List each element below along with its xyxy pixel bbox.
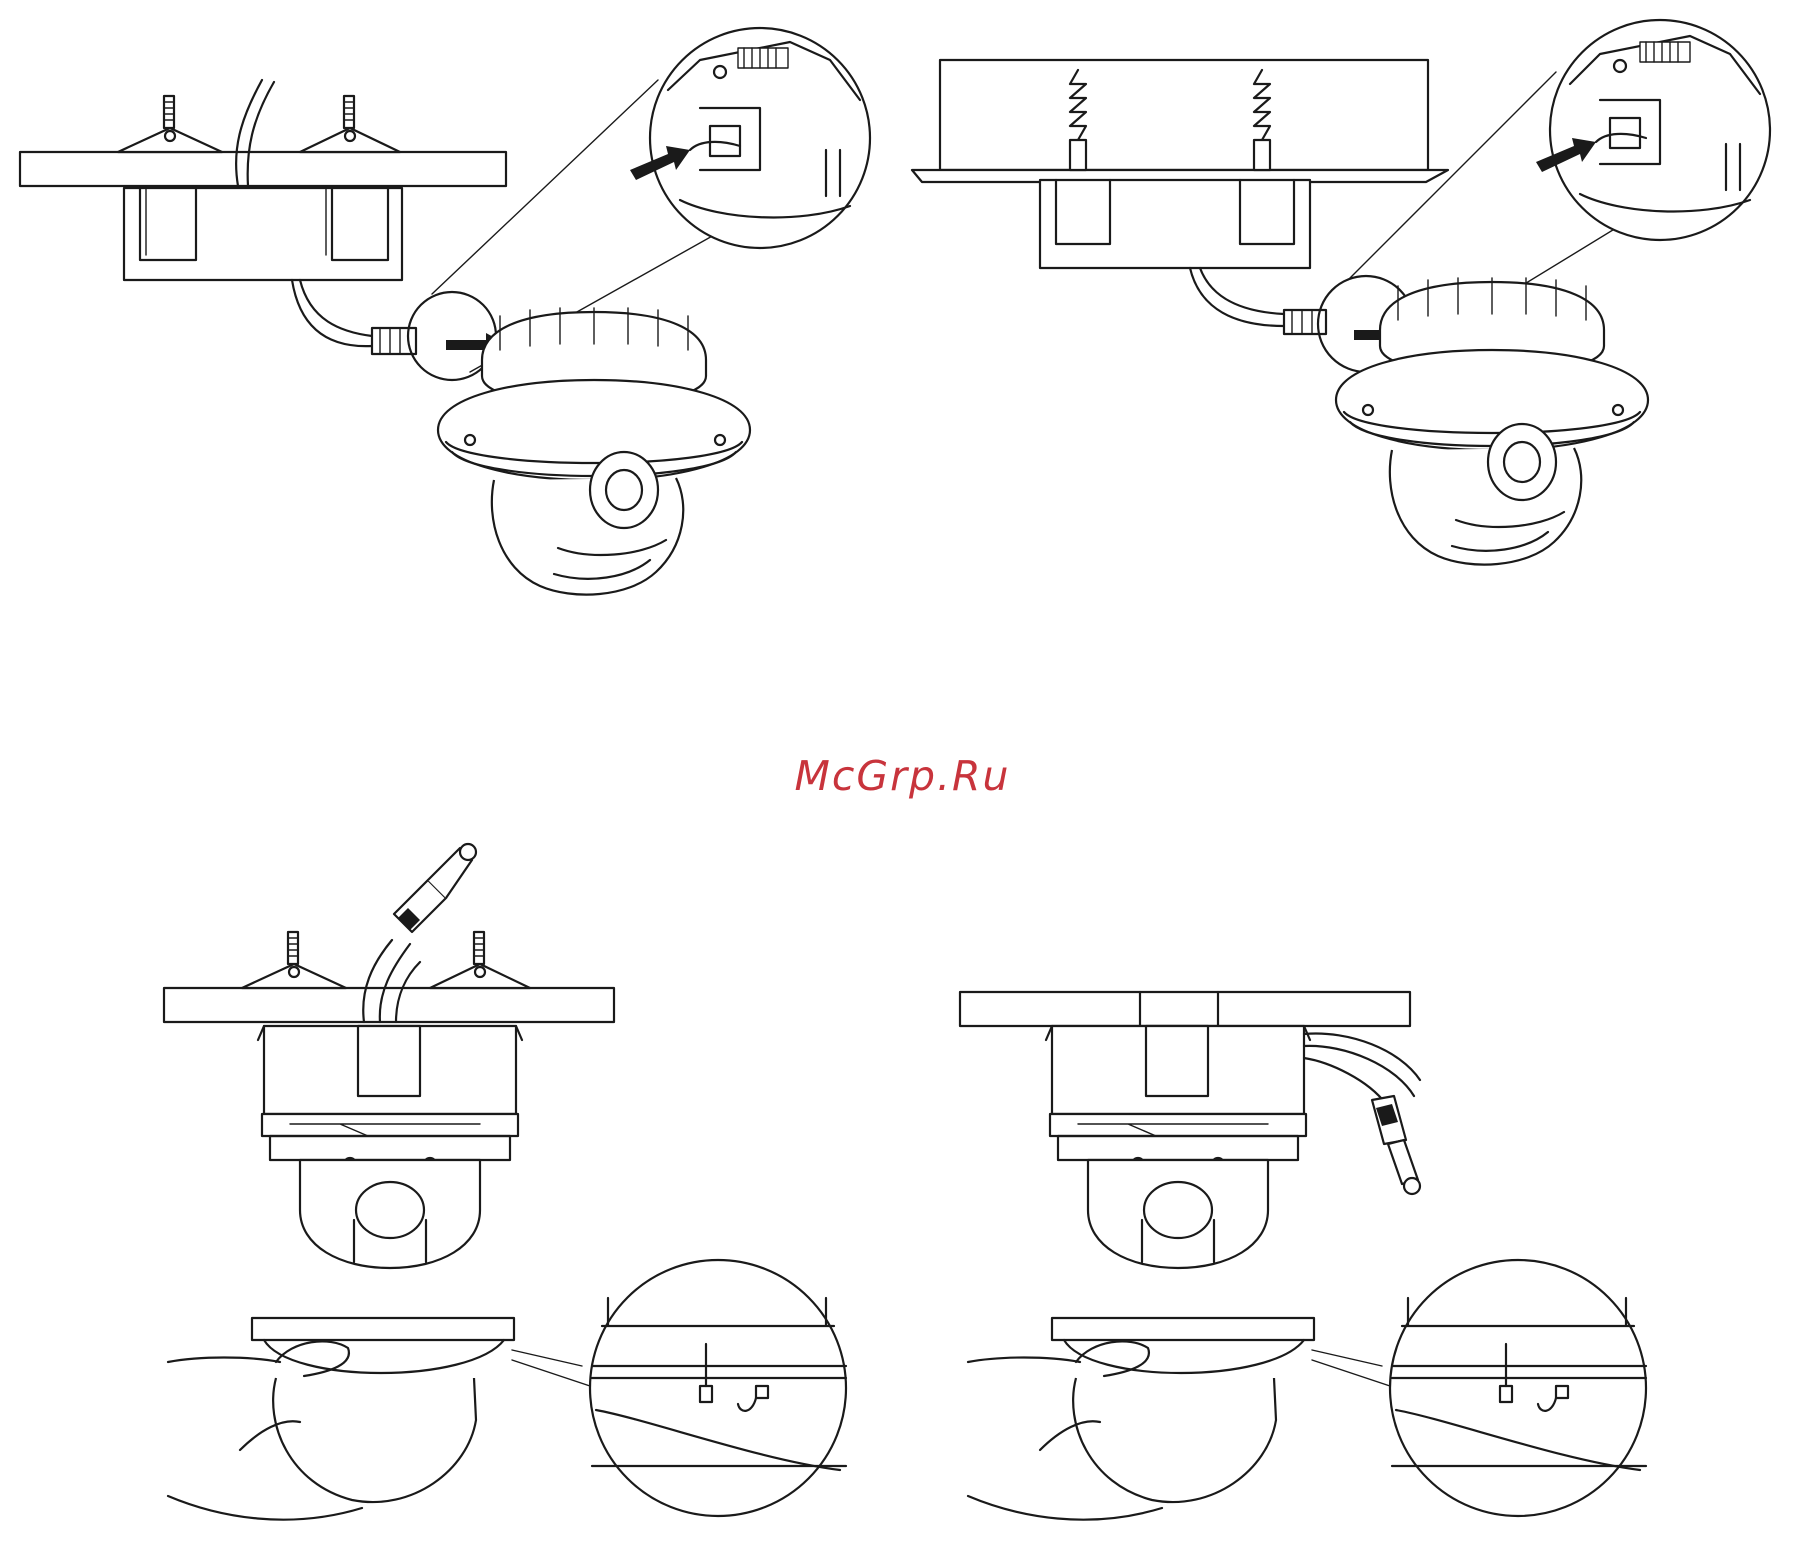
bnc-connector-icon <box>394 844 476 932</box>
zoom-detail-icon <box>1390 1260 1646 1516</box>
zoom-detail-icon <box>590 1260 846 1516</box>
ceiling-clamp-icon <box>242 932 346 988</box>
ceiling-clamp-icon <box>300 96 400 152</box>
watermark-text: McGrp.Ru <box>0 752 1805 800</box>
dome-camera-icon <box>1336 278 1648 565</box>
zoom-detail-icon <box>630 28 870 248</box>
figure-ceiling-bracket-bnc <box>164 844 846 1520</box>
bnc-connector-icon <box>1372 1096 1420 1194</box>
figure-surface-mount-bnc <box>960 992 1646 1520</box>
ceiling-clamp-icon <box>430 932 530 988</box>
figure-junction-box-rj45 <box>912 20 1770 565</box>
dome-camera-icon <box>438 308 750 595</box>
figure-ceiling-bracket-rj45 <box>20 28 870 595</box>
ceiling-clamp-icon <box>118 96 222 152</box>
zoom-detail-icon <box>1536 20 1770 240</box>
